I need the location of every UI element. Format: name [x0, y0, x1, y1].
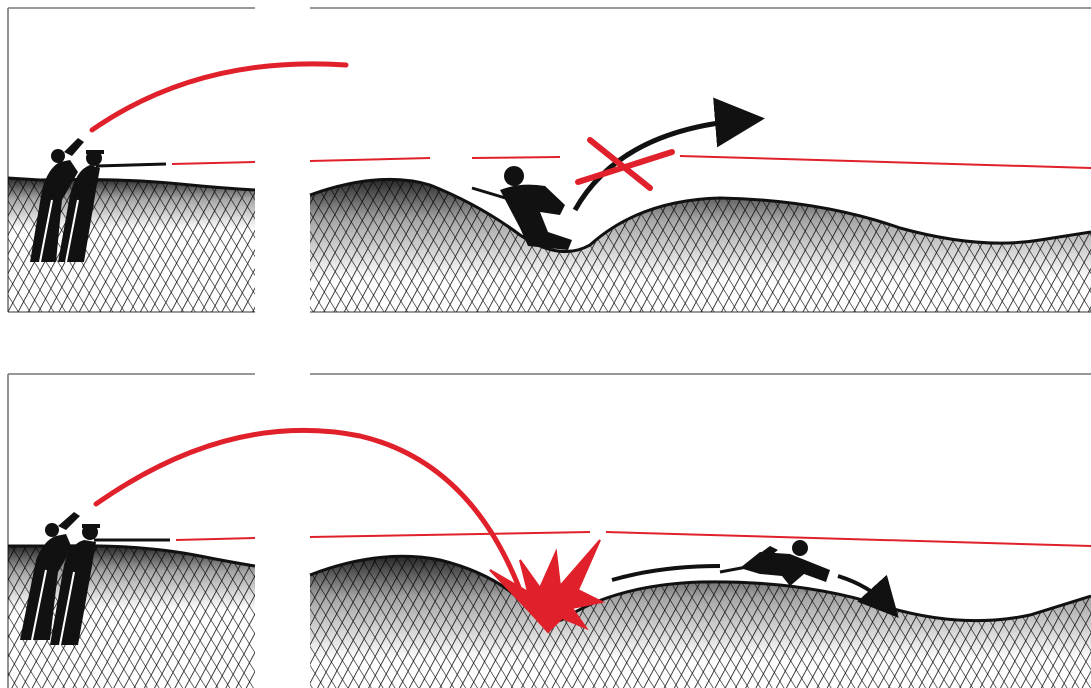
terrain-right	[310, 179, 1091, 312]
movement-arrow-bottom-left	[612, 566, 720, 580]
panel-top	[8, 8, 1091, 312]
blocked-x-icon	[578, 140, 672, 188]
panel-bottom	[8, 374, 1091, 688]
movement-arrow	[575, 120, 745, 210]
terrain-right-bottom	[310, 556, 1091, 688]
high-angle-trajectory	[92, 64, 346, 130]
flat-trajectory-bottom	[176, 532, 1091, 546]
prone-soldier-icon	[720, 540, 830, 586]
